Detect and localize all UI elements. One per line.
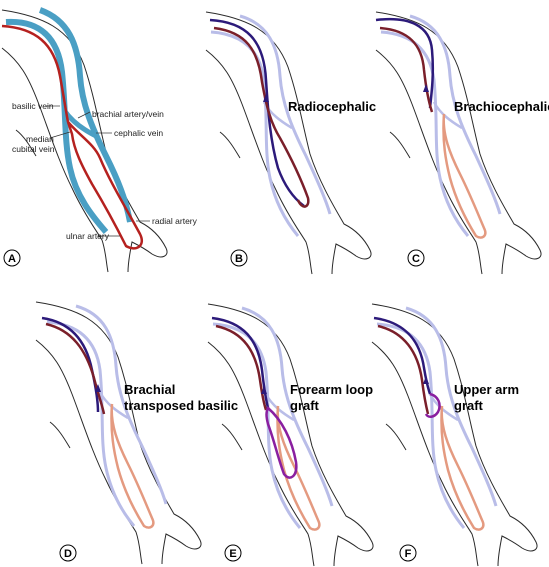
flow-arrow-icon bbox=[263, 94, 269, 102]
flow-arrow-icon bbox=[261, 386, 267, 394]
panel-d-badge bbox=[59, 544, 77, 562]
forearm-loop-graft-shape bbox=[265, 406, 298, 479]
panel-a: basilic vein brachial artery/vein cephal… bbox=[1, 7, 198, 273]
panel-b-title: Radiocephalic bbox=[288, 99, 376, 114]
label-median-cubital-2: cubital vein bbox=[12, 144, 55, 154]
panel-d: Brachial transposed basilic D bbox=[35, 301, 238, 565]
access-artery-shape bbox=[377, 324, 430, 415]
access-artery-shape bbox=[213, 26, 310, 208]
panel-b-badge bbox=[230, 249, 248, 267]
label-median-cubital-1: median bbox=[26, 134, 54, 144]
panel-b: Radiocephalic B bbox=[205, 11, 376, 275]
panel-f-letter: F bbox=[405, 548, 412, 560]
panel-d-title-2: transposed basilic bbox=[124, 398, 238, 413]
panel-c-badge bbox=[407, 249, 425, 267]
arm-outline bbox=[205, 11, 372, 275]
leader-brachial bbox=[77, 111, 91, 119]
forearm-artery-loop-shape bbox=[66, 121, 143, 250]
label-brachial-artery-vein: brachial artery/vein bbox=[92, 109, 164, 119]
flow-arrow-icon bbox=[95, 384, 101, 392]
access-vein-shape bbox=[375, 17, 435, 109]
basilic-vein-shape bbox=[5, 18, 109, 234]
panel-d-letter: D bbox=[64, 548, 72, 560]
panel-a-letter: A bbox=[8, 253, 16, 265]
flow-arrow-icon bbox=[423, 376, 429, 384]
cephalic-vein-shape bbox=[38, 7, 133, 223]
panel-d-title-1: Brachial bbox=[124, 382, 175, 397]
panel-e: Forearm loop graft E bbox=[207, 303, 374, 567]
panel-e-title-1: Forearm loop bbox=[290, 382, 373, 397]
arm-outline bbox=[35, 301, 202, 565]
panel-e-letter: E bbox=[229, 548, 236, 560]
panel-f: Upper arm graft F bbox=[371, 303, 538, 567]
access-artery-shape bbox=[379, 26, 434, 113]
arm-outline bbox=[375, 11, 542, 275]
access-vein-shape bbox=[211, 316, 270, 409]
label-ulnar-artery: ulnar artery bbox=[66, 231, 110, 241]
panel-f-badge bbox=[399, 544, 417, 562]
panel-f-title-2: graft bbox=[454, 398, 484, 413]
label-basilic-vein: basilic vein bbox=[12, 101, 54, 111]
label-cephalic-vein: cephalic vein bbox=[114, 128, 163, 138]
leader-median-cubital bbox=[49, 131, 71, 139]
panel-e-title-2: graft bbox=[290, 398, 320, 413]
access-artery-shape bbox=[45, 322, 106, 415]
access-vein-shape bbox=[373, 316, 432, 395]
panel-e-badge bbox=[224, 544, 242, 562]
label-radial-artery: radial artery bbox=[152, 216, 198, 226]
panel-b-letter: B bbox=[235, 253, 243, 265]
brachial-artery-shape bbox=[1, 24, 70, 123]
panel-f-title-1: Upper arm bbox=[454, 382, 519, 397]
arm-outline bbox=[207, 303, 374, 567]
panel-c-title: Brachiocephalic bbox=[454, 99, 549, 114]
panel-c-letter: C bbox=[412, 253, 420, 265]
upper-arm-graft-shape bbox=[424, 392, 441, 418]
panel-a-badge bbox=[3, 249, 21, 267]
arm-outline bbox=[371, 303, 538, 567]
panel-c: Brachiocephalic C bbox=[375, 11, 549, 275]
access-artery-shape bbox=[215, 324, 268, 411]
flow-arrow-icon bbox=[423, 84, 429, 92]
